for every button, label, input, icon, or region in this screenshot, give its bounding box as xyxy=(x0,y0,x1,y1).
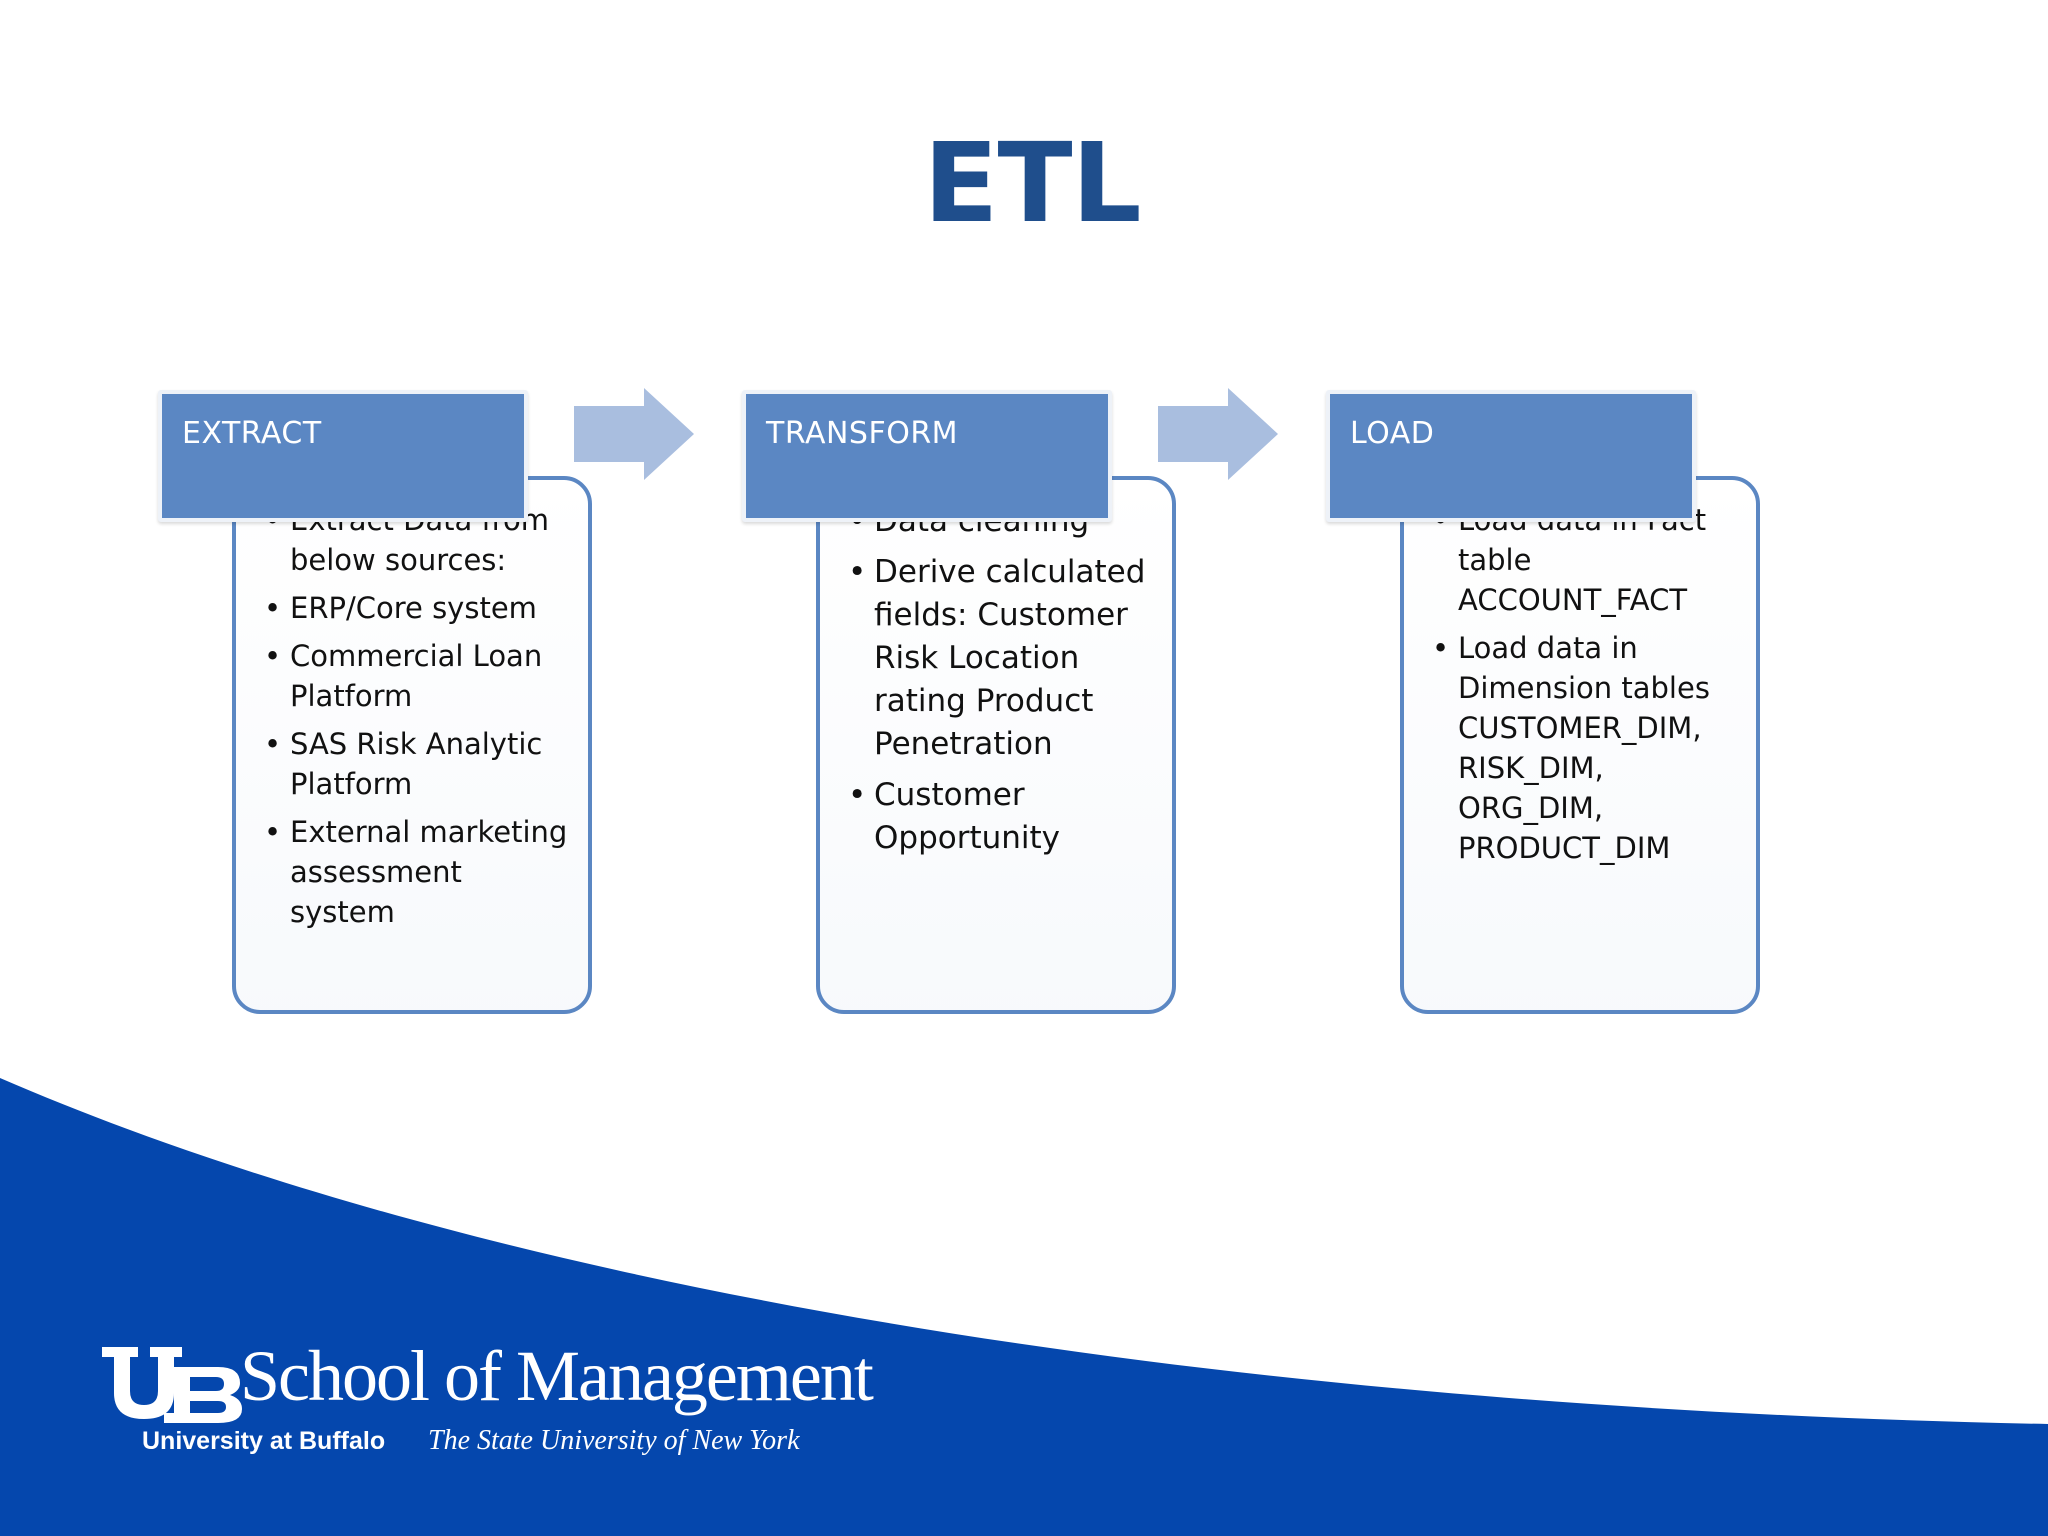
step-transform-body: Data cleaning Derive calculated fields: … xyxy=(816,476,1176,1014)
bullet-item: SAS Risk Analytic Platform xyxy=(264,724,568,804)
bullet-item: Customer Opportunity xyxy=(848,774,1152,860)
arrow-right-icon xyxy=(574,388,694,480)
step-extract-bullets: Extract Data from below sources: ERP/Cor… xyxy=(264,500,568,932)
step-load-label: LOAD xyxy=(1350,416,1435,451)
step-extract-body: Extract Data from below sources: ERP/Cor… xyxy=(232,476,592,1014)
bullet-item: Load data in Dimension tables CUSTOMER_D… xyxy=(1432,628,1736,868)
step-extract: Extract Data from below sources: ERP/Cor… xyxy=(158,390,598,1030)
logo-tagline: The State University of New York xyxy=(428,1425,800,1456)
ub-monogram-icon xyxy=(102,1347,242,1423)
bullet-item: Derive calculated fields: Customer Risk … xyxy=(848,551,1152,766)
step-load: Load data in Fact table ACCOUNT_FACT Loa… xyxy=(1326,390,1766,1030)
step-load-header: LOAD xyxy=(1326,390,1696,522)
step-load-body: Load data in Fact table ACCOUNT_FACT Loa… xyxy=(1400,476,1760,1014)
step-extract-header: EXTRACT xyxy=(158,390,528,522)
step-transform-header: TRANSFORM xyxy=(742,390,1112,522)
bullet-item: External marketing assessment system xyxy=(264,812,568,932)
step-transform-label: TRANSFORM xyxy=(766,416,959,451)
step-transform: Data cleaning Derive calculated fields: … xyxy=(742,390,1182,1030)
logo-university: University at Buffalo xyxy=(142,1427,386,1455)
step-extract-label: EXTRACT xyxy=(182,416,322,451)
slide-title: ETL xyxy=(923,119,1141,247)
logo-name: School of Management xyxy=(240,1336,874,1416)
arrow-right-icon xyxy=(1158,388,1278,480)
bullet-item: Commercial Loan Platform xyxy=(264,636,568,716)
step-transform-bullets: Data cleaning Derive calculated fields: … xyxy=(848,500,1152,860)
bullet-item: ERP/Core system xyxy=(264,588,568,628)
step-load-bullets: Load data in Fact table ACCOUNT_FACT Loa… xyxy=(1432,500,1736,868)
